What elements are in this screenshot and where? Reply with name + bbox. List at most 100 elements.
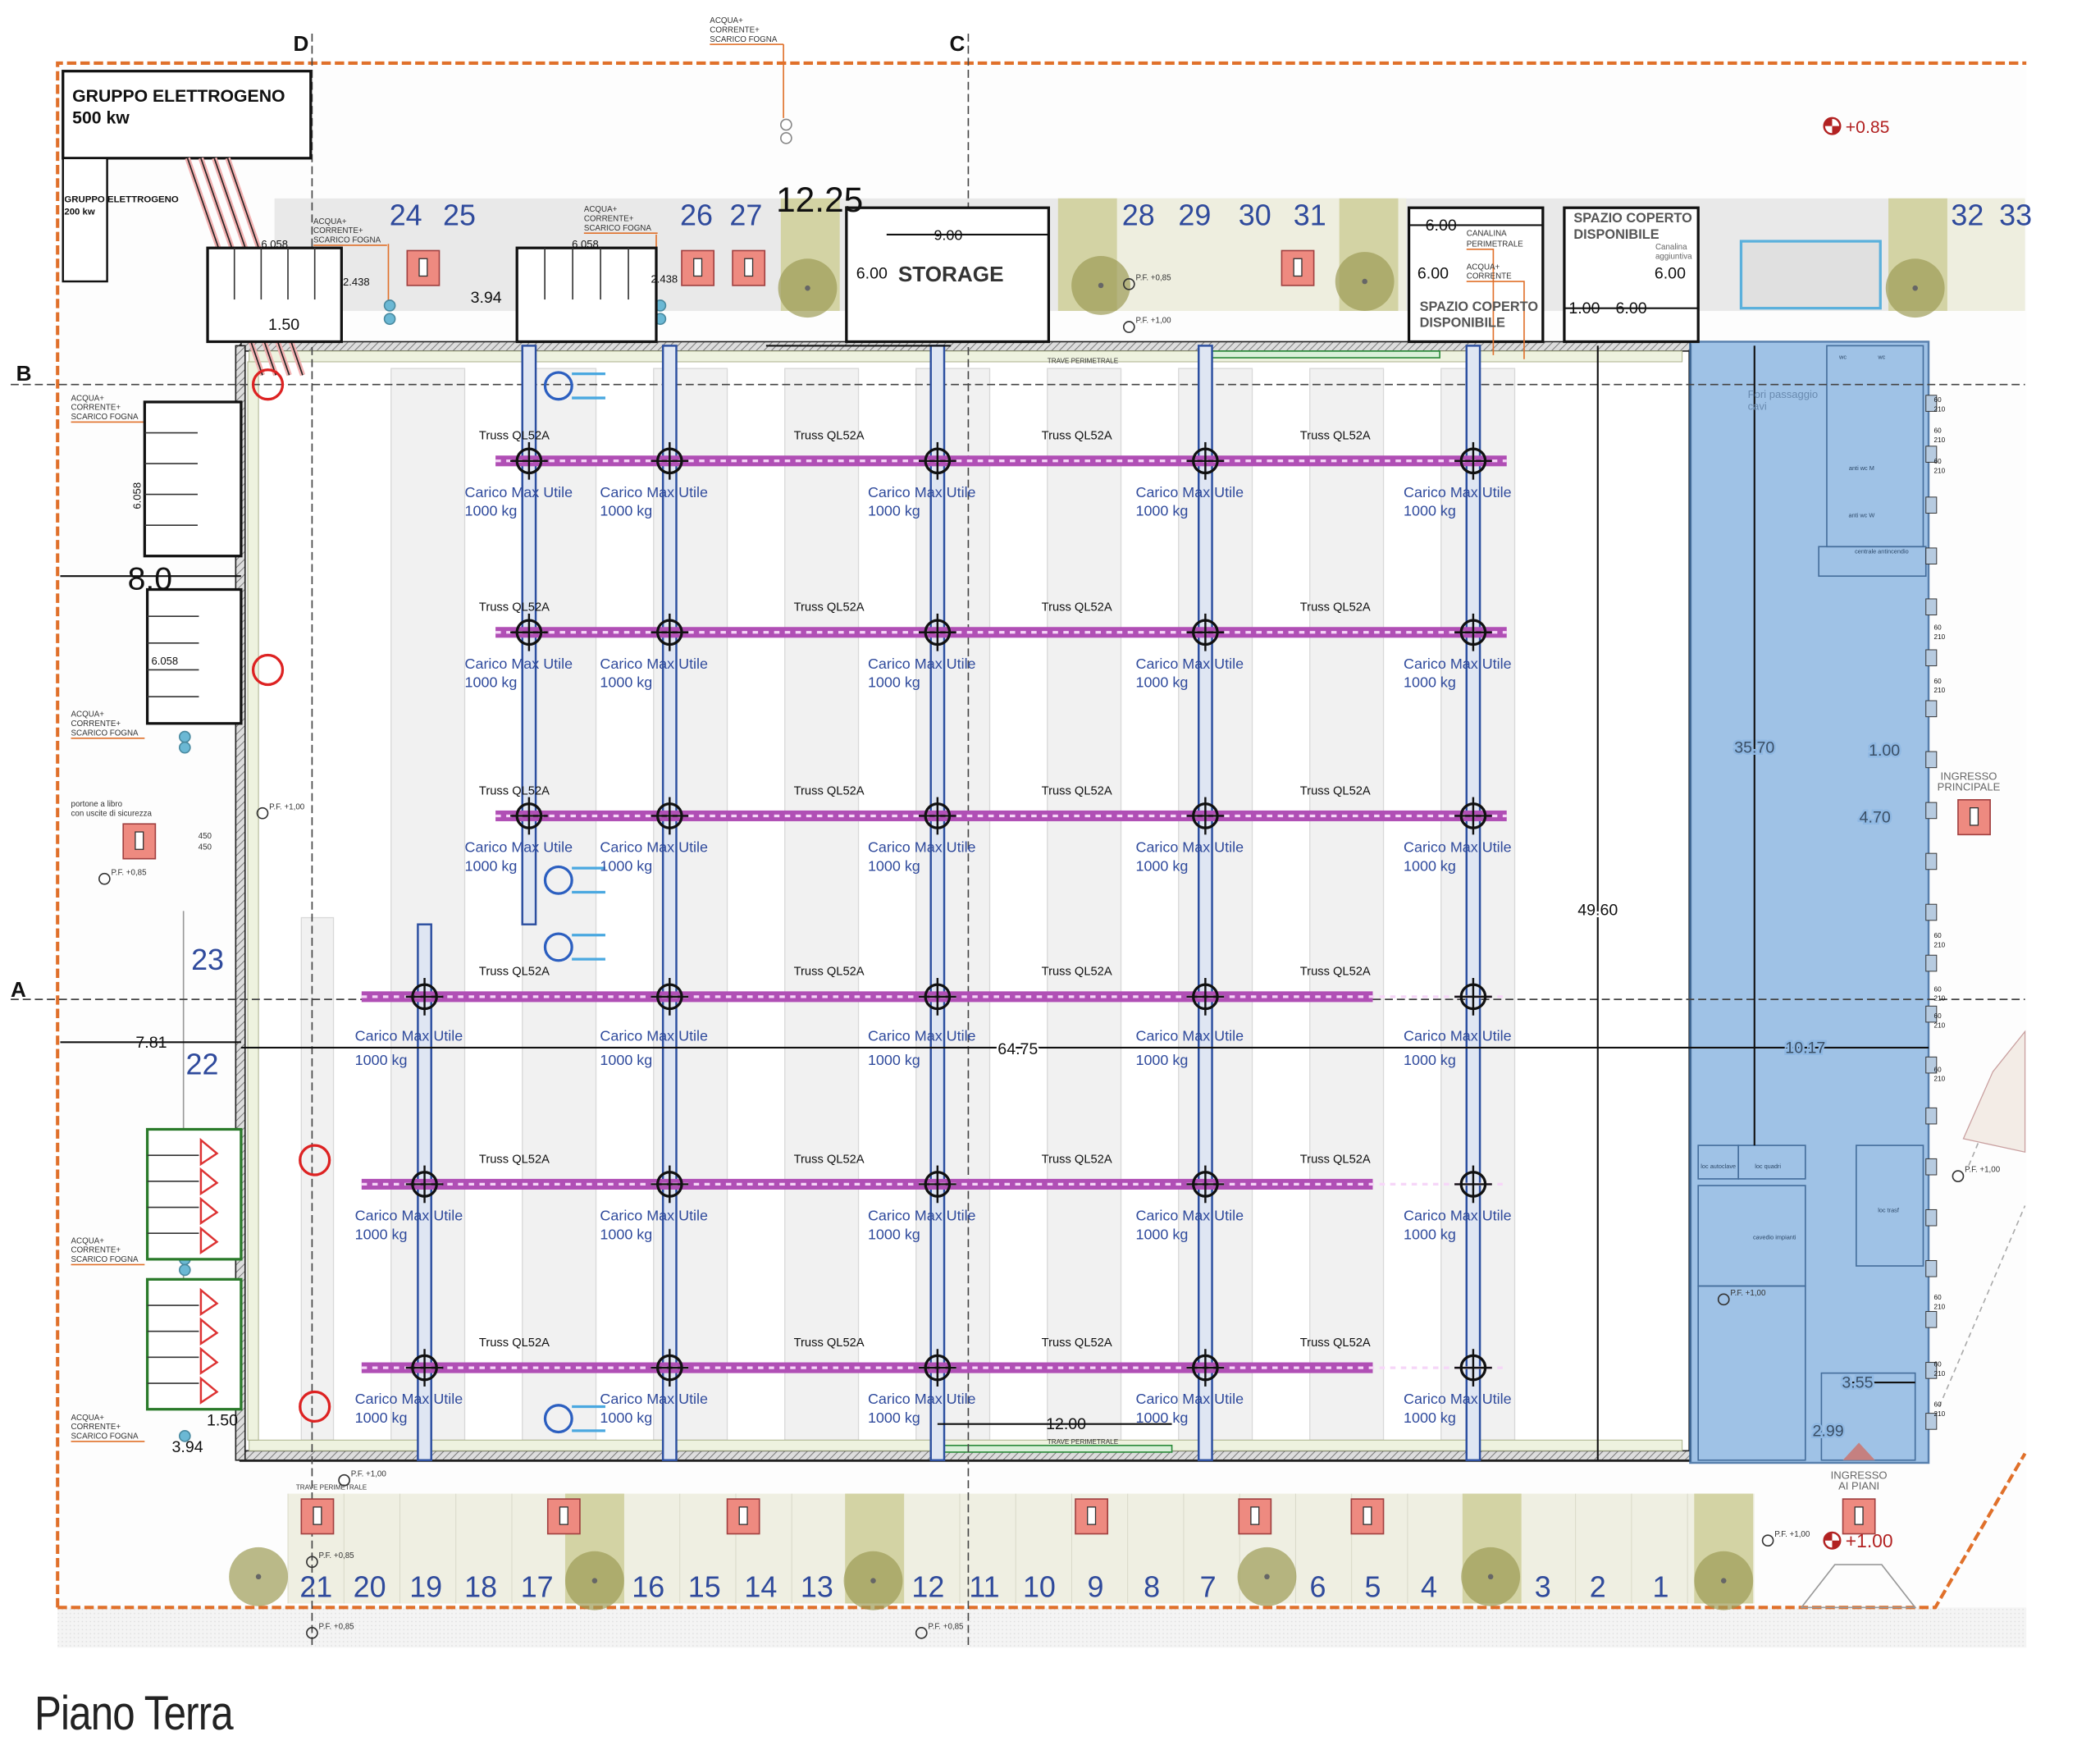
window-mark: [1925, 802, 1938, 820]
door-dim: 210: [1934, 1410, 1946, 1418]
pallet-lane: [1047, 368, 1122, 1441]
load-capacity-label: 1000 kg: [868, 503, 920, 519]
load-capacity-label: Carico Max Utile: [1404, 656, 1512, 672]
truss-label: Truss QL52A: [1042, 966, 1112, 979]
sidewalk-strip: [57, 1607, 2027, 1648]
room-label: loc trasf: [1878, 1207, 1900, 1214]
door-dim: 210: [1934, 436, 1946, 444]
property-line: [56, 61, 2027, 1610]
load-capacity-label: 1000 kg: [465, 857, 518, 874]
utility-note: ACQUA+: [313, 217, 347, 226]
truss-label: Truss QL52A: [1300, 784, 1371, 797]
parking-number: 9: [1088, 1569, 1104, 1603]
toilet-block: [145, 587, 243, 725]
load-capacity-label: 1000 kg: [1404, 674, 1456, 691]
utility-note: SCARICO FOGNA: [584, 224, 652, 233]
wall-west: [235, 345, 246, 1461]
tree-trunk: [255, 1574, 262, 1580]
door-dim: 210: [1934, 941, 1946, 948]
dimension-label: 2.438: [651, 273, 678, 286]
pallet-lane: [784, 368, 860, 1441]
parking-number: 2: [1590, 1569, 1606, 1603]
truss-label: Truss QL52A: [1042, 1153, 1112, 1166]
truss-label: Truss QL52A: [479, 1336, 550, 1350]
load-capacity-label: 1000 kg: [1404, 1226, 1456, 1242]
parking-number: 32: [1951, 198, 1984, 231]
parking-number: 23: [191, 943, 224, 976]
spazio-coperto-label: DISPONIBILE: [1573, 227, 1659, 242]
parking-number: 10: [1023, 1569, 1056, 1603]
spazio-coperto-box: [1407, 206, 1545, 344]
elevation-label: P.F. +0,85: [319, 1622, 355, 1631]
structural-beam: [1198, 345, 1213, 1461]
door-dim: 210: [1934, 1303, 1946, 1310]
dimension-label: 64.75: [998, 1040, 1038, 1058]
elevation-label: P.F. +0,85: [1135, 273, 1171, 282]
utility-note: CORRENTE+: [71, 720, 121, 729]
door-dim: 60: [1934, 1400, 1942, 1408]
parking-number: 20: [354, 1569, 386, 1603]
utility-note: CORRENTE+: [71, 1246, 121, 1255]
window-mark: [1925, 598, 1938, 616]
exit-door-glyph: [313, 1506, 322, 1525]
canalina-west: [247, 361, 259, 1441]
elevation-marker-icon: [1761, 1534, 1774, 1547]
load-capacity-label: 1000 kg: [868, 857, 920, 874]
dimension-label: 12.25: [776, 180, 863, 219]
elevation-marker-icon: [306, 1627, 318, 1639]
elevation-label: P.F. +0,85: [319, 1551, 355, 1560]
portone-label: con uscite di sicurezza: [71, 809, 153, 818]
window-mark: [1925, 700, 1938, 718]
toilet-block: [145, 1277, 243, 1411]
load-capacity-label: 1000 kg: [1135, 857, 1188, 874]
parking-number: 26: [680, 198, 713, 231]
generator-title: GRUPPO ELETTROGENO: [72, 87, 285, 106]
solar-panel-area: [1962, 1030, 2026, 1154]
load-capacity-label: Carico Max Utile: [465, 839, 573, 856]
load-capacity-label: Carico Max Utile: [868, 1391, 976, 1407]
page-title: Piano Terra: [34, 1687, 234, 1740]
door-dim: 60: [1934, 985, 1942, 993]
dimension-label: 7.81: [135, 1034, 167, 1052]
dimension-label: 6.058: [261, 238, 288, 250]
elevation-label: P.F. +1,00: [1965, 1166, 2001, 1175]
trave-perimetrale-highlight: [1204, 350, 1440, 359]
room-label: cavedio impianti: [1753, 1233, 1796, 1240]
hydrant-icon: [299, 1390, 331, 1423]
trave-label: TRAVE PERIMETRALE: [296, 1484, 368, 1492]
load-capacity-label: 1000 kg: [1135, 1052, 1188, 1068]
utility-note: SCARICO FOGNA: [71, 1255, 139, 1264]
window-mark: [1925, 903, 1938, 921]
load-capacity-label: Carico Max Utile: [1135, 484, 1244, 500]
utility-note: SCARICO FOGNA: [71, 729, 139, 738]
dimension-label: 6.00: [1418, 265, 1449, 283]
door-dim: 60: [1934, 1012, 1942, 1020]
parking-number: 24: [390, 198, 422, 231]
fori-label: cavi: [1748, 400, 1767, 413]
hydrant-icon: [251, 368, 285, 401]
hydrant-icon: [299, 1144, 331, 1176]
load-capacity-label: Carico Max Utile: [868, 484, 976, 500]
elevation-marker-icon: [915, 1627, 928, 1639]
room-label: loc quadri: [1755, 1163, 1781, 1170]
pallet-lane: [1178, 368, 1253, 1441]
room-label: wc: [1877, 354, 1885, 361]
truss-label: Truss QL52A: [1042, 784, 1112, 797]
utility-note: CORRENTE+: [710, 25, 760, 34]
canalina-aggiuntiva-label: Canalina: [1655, 243, 1687, 252]
load-capacity-label: 1000 kg: [600, 503, 652, 519]
portone-dim: 450: [199, 832, 212, 841]
axis-label-d: D: [294, 31, 309, 56]
elevation-marker-icon: [1952, 1170, 1965, 1182]
toilet-block: [145, 1127, 243, 1261]
elevation-marker-icon: [1717, 1293, 1730, 1306]
utility-connection-icon: [383, 299, 396, 312]
entrance-steps: [1800, 1564, 1917, 1609]
load-capacity-label: 1000 kg: [868, 674, 920, 691]
door-dim: 210: [1934, 633, 1946, 641]
dimension-label: 12.00: [1046, 1415, 1086, 1433]
truss-label: Truss QL52A: [479, 784, 550, 797]
parking-number: 22: [186, 1048, 219, 1081]
load-capacity-label: Carico Max Utile: [1135, 839, 1244, 856]
tree-trunk: [870, 1578, 876, 1583]
